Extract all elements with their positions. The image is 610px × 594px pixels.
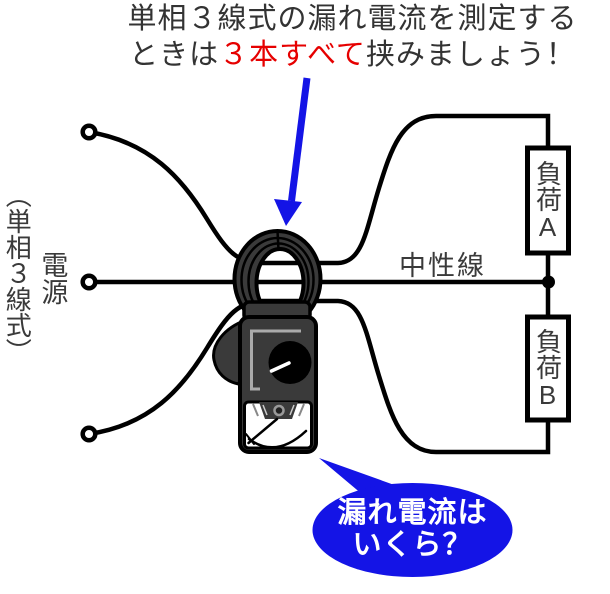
display-pivot — [273, 404, 285, 417]
load-a-box — [525, 145, 571, 256]
title-line1: 単相３線式の漏れ電流を測定する — [127, 3, 578, 35]
wire-line1-top — [86, 113, 551, 266]
load-a-label: 負荷A — [532, 159, 563, 242]
source-system-label: （単相３線式） — [2, 182, 33, 364]
display-needle — [247, 417, 279, 445]
bubble-question: 漏れ電流は いくら？ — [312, 497, 513, 561]
pointer-arrow-icon — [274, 77, 311, 226]
load-b-box — [525, 314, 571, 423]
wire-line2-bottom — [86, 298, 551, 455]
dial-pointer — [269, 361, 291, 373]
analog-display — [243, 400, 313, 450]
bubble-line1: 漏れ電流は — [337, 497, 488, 529]
title-highlight: ３本すべて — [219, 39, 366, 71]
junction-dot — [542, 275, 555, 289]
terminal-neutral — [80, 273, 98, 291]
source-label: 電源 — [37, 251, 68, 305]
speech-bubble-body — [312, 483, 513, 577]
terminal-line2 — [80, 425, 98, 443]
speech-bubble — [312, 458, 513, 577]
title-line2: ときは３本すべて挟みましょう！ — [129, 39, 576, 71]
display-scale-arc — [247, 429, 308, 449]
source-terminals — [80, 123, 98, 443]
meter-panel-bracket — [250, 329, 301, 391]
title-caption: 単相３線式の漏れ電流を測定する ときは３本すべて挟みましょう！ — [70, 1, 610, 73]
neutral-line-label: 中性線 — [399, 251, 486, 281]
load-b-label: 負荷B — [532, 327, 563, 410]
bubble-line2: いくら？ — [352, 529, 473, 561]
clamp-meter — [212, 229, 323, 454]
terminal-line1 — [80, 123, 98, 141]
